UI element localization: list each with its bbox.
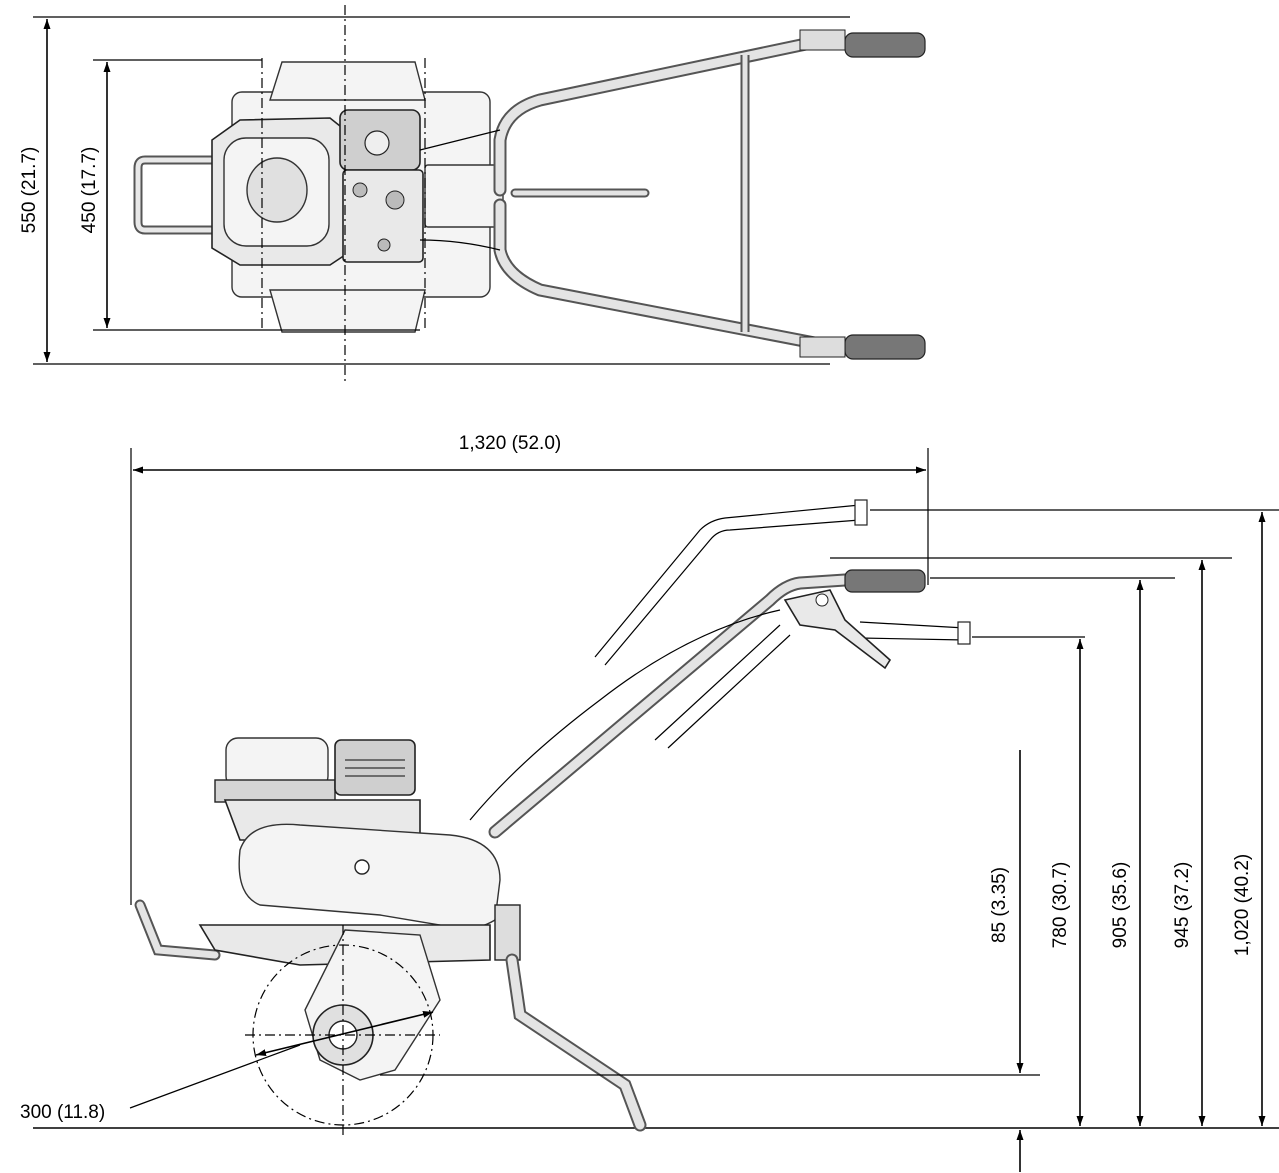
dim-1320-label: 1,320 (52.0) xyxy=(459,433,561,454)
dim-450-label: 450 (17.7) xyxy=(79,147,100,234)
side-drag-bar xyxy=(505,953,647,1132)
side-handlebar xyxy=(488,573,852,839)
top-view-tine-guard-lower xyxy=(269,289,426,333)
side-control-lever xyxy=(783,589,892,670)
side-belt-cover xyxy=(238,823,501,930)
dim-300-line xyxy=(255,1010,434,1057)
handle-position-low-grip xyxy=(859,621,966,641)
dim-945-label: 945 (37.2) xyxy=(1172,862,1193,949)
top-view-transmission xyxy=(424,164,504,228)
side-grip xyxy=(844,569,926,593)
dim-1020-label: 1,020 (40.2) xyxy=(1232,854,1253,956)
side-view: 300 (11.8) 1,320 (52.0) 85 (3.35) 780 (3… xyxy=(20,433,1279,1172)
dim-85-label: 85 (3.35) xyxy=(989,867,1010,943)
top-view: 550 (21.7) 450 (17.7) xyxy=(19,5,926,385)
top-view-tine-guard-upper xyxy=(269,61,426,101)
dim-300-label: 300 (11.8) xyxy=(20,1102,105,1123)
top-view-fuel-cap xyxy=(246,157,308,223)
dim-905-label: 905 (35.6) xyxy=(1110,862,1131,949)
top-view-grip-lower xyxy=(844,334,926,360)
top-view-air-cleaner-nut xyxy=(364,130,390,156)
handle-position-high-outline xyxy=(594,504,861,666)
dim-780-label: 780 (30.7) xyxy=(1050,862,1071,949)
top-view-grip-upper xyxy=(844,32,926,58)
top-view-front-bumper xyxy=(133,155,215,235)
dim-550-label: 550 (21.7) xyxy=(19,147,40,234)
